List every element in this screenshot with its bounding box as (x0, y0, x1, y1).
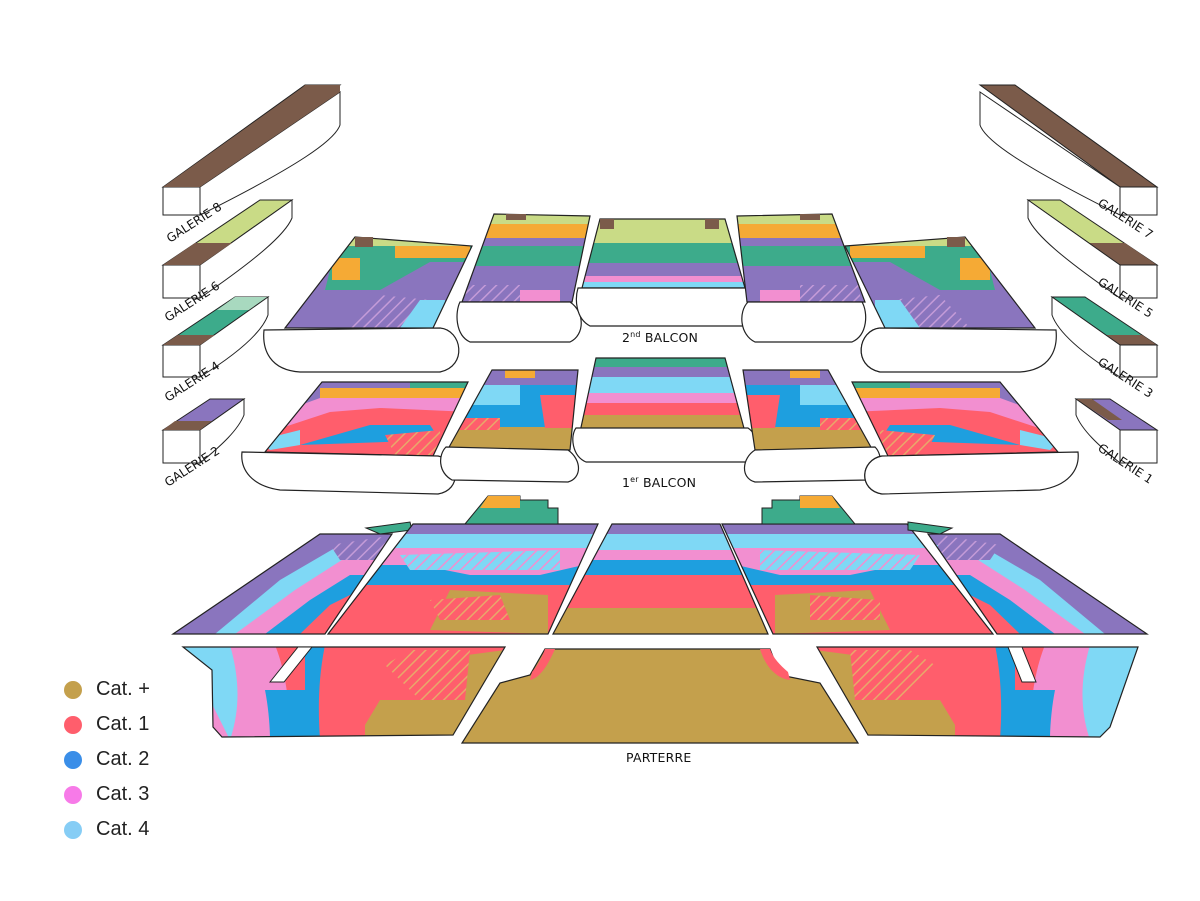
legend-dot-icon (64, 785, 82, 804)
parterre-center[interactable] (460, 648, 860, 744)
balcon-2-far-right[interactable] (840, 230, 1057, 373)
galerie-1[interactable]: GALERIE 1 (1074, 398, 1159, 487)
orchestre-left[interactable] (320, 495, 605, 640)
legend-dot-icon (64, 750, 82, 769)
balcon-2-center[interactable] (575, 215, 757, 327)
balcon-2-left[interactable] (456, 210, 595, 343)
legend-dot-icon (64, 820, 82, 839)
balcon-1-far-right[interactable] (845, 375, 1079, 495)
galerie-2[interactable]: GALERIE 2 (161, 398, 246, 490)
balcon-2-label: 2nd BALCON (622, 330, 698, 345)
galerie-6[interactable]: GALERIE 6 (161, 199, 294, 325)
balcon-1-label: 1er BALCON (622, 475, 696, 490)
balcon-2-right[interactable] (730, 210, 870, 343)
parterre-right[interactable] (815, 645, 1145, 745)
legend-label: Cat. 4 (96, 818, 150, 840)
balcon-1-far-left[interactable] (241, 375, 475, 495)
category-legend: Cat. + Cat. 1 Cat. 2 Cat. 3 Cat. 4 (64, 672, 150, 847)
balcon-2-far-left[interactable] (263, 230, 480, 373)
legend-item-cat-4[interactable]: Cat. 4 (64, 812, 150, 847)
galerie-8[interactable]: GALERIE 8 (161, 84, 342, 246)
balcon-1-left[interactable] (440, 365, 585, 483)
legend-dot-icon (64, 680, 82, 699)
legend-label: Cat. 3 (96, 783, 150, 805)
legend-label: Cat. 1 (96, 713, 150, 735)
parterre-left[interactable] (180, 645, 510, 745)
balcon-1-center[interactable] (572, 355, 758, 463)
legend-item-cat-1[interactable]: Cat. 1 (64, 707, 150, 742)
legend-label: Cat. 2 (96, 748, 150, 770)
legend-item-cat-3[interactable]: Cat. 3 (64, 777, 150, 812)
parterre-label: PARTERRE (626, 750, 691, 765)
legend-label: Cat. + (96, 678, 150, 700)
legend-dot-icon (64, 715, 82, 734)
legend-item-cat-2[interactable]: Cat. 2 (64, 742, 150, 777)
legend-item-cat-plus[interactable]: Cat. + (64, 672, 150, 707)
